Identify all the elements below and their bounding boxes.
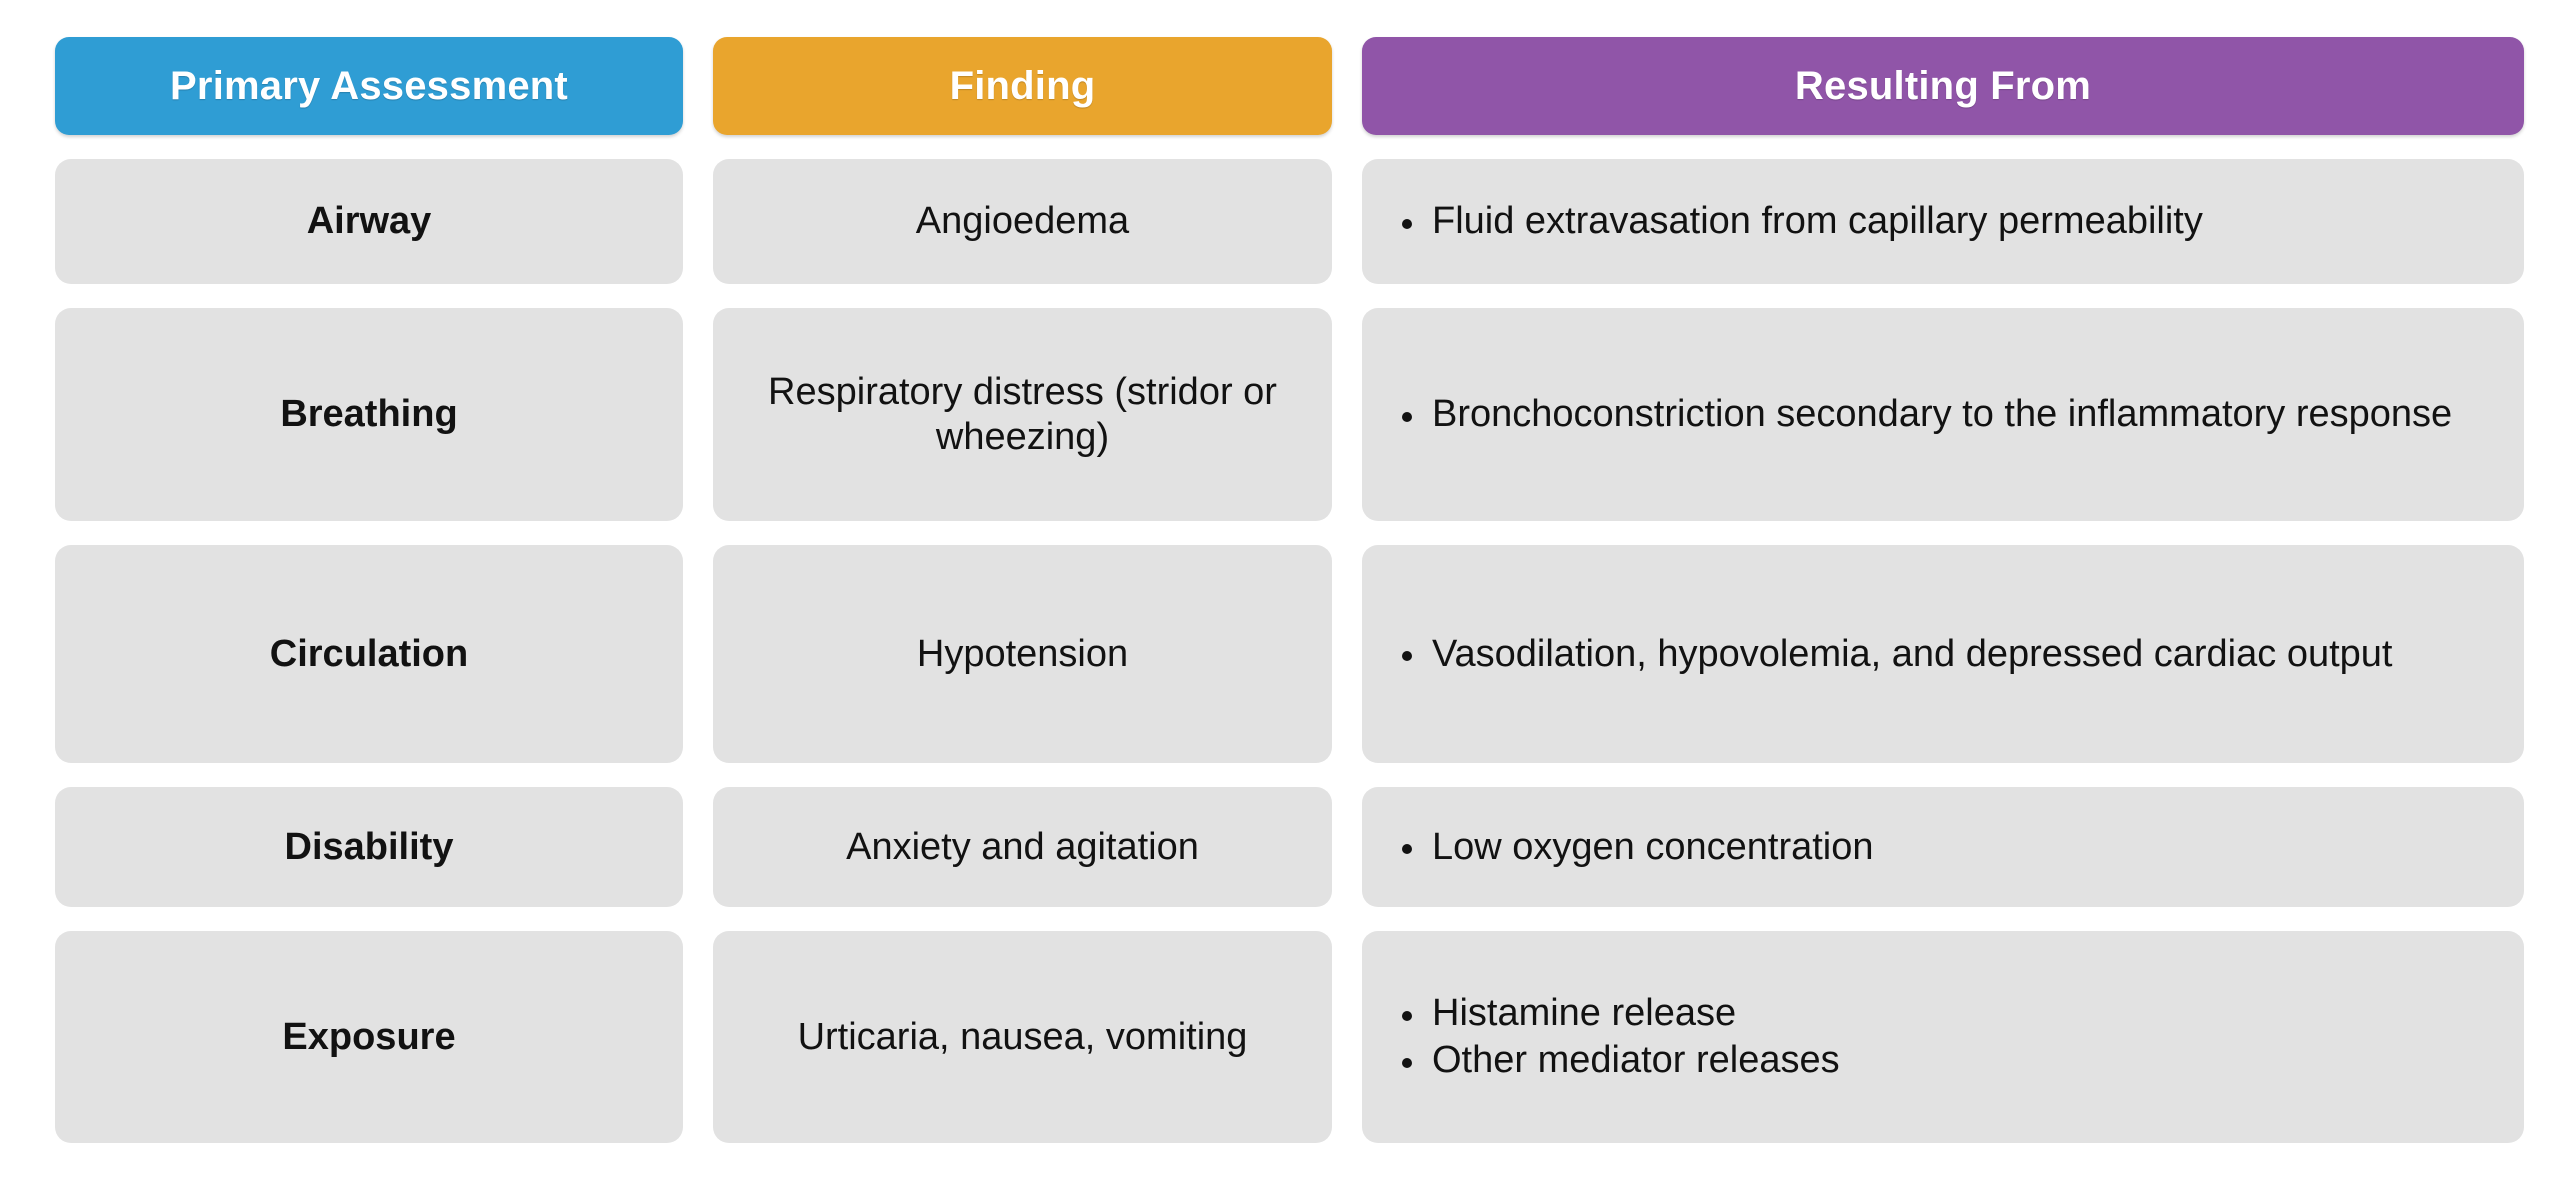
bullet-list: Bronchoconstriction secondary to the inf… xyxy=(1398,392,2494,437)
list-item-label: Other mediator releases xyxy=(1432,1039,1840,1081)
list-item: Low oxygen concentration xyxy=(1398,825,2494,870)
list-item-label: Vasodilation, hypovolemia, and depressed… xyxy=(1432,632,2393,675)
column-header-resulting-from: Resulting From xyxy=(1362,37,2524,135)
list-item: Other mediator releases xyxy=(1398,1038,2494,1083)
table-row: Airway xyxy=(55,159,683,284)
list-item-label: Bronchoconstriction secondary to the inf… xyxy=(1432,393,2453,436)
table-row: Anxiety and agitation xyxy=(713,787,1332,907)
list-item: Histamine release xyxy=(1398,991,2494,1036)
bullet-list: Fluid extravasation from capillary perme… xyxy=(1398,199,2494,244)
bullet-list: Low oxygen concentration xyxy=(1398,825,2494,870)
table-row: Exposure xyxy=(55,931,683,1143)
table-row: Circulation xyxy=(55,545,683,763)
bullet-icon xyxy=(1402,411,1412,422)
bullet-icon xyxy=(1402,218,1412,229)
list-item-label: Histamine release xyxy=(1432,992,1737,1035)
column-header-finding: Finding xyxy=(713,37,1332,135)
list-item: Bronchoconstriction secondary to the inf… xyxy=(1398,392,2494,437)
table-grid: Primary Assessment Finding Resulting Fro… xyxy=(55,37,2524,1143)
table-row: Bronchoconstriction secondary to the inf… xyxy=(1362,308,2524,521)
column-header-primary-assessment: Primary Assessment xyxy=(55,37,683,135)
list-item: Vasodilation, hypovolemia, and depressed… xyxy=(1398,632,2494,677)
table-row: Low oxygen concentration xyxy=(1362,787,2524,907)
bullet-list: Vasodilation, hypovolemia, and depressed… xyxy=(1398,632,2494,677)
table-row: Respiratory distress (stridor or wheezin… xyxy=(713,308,1332,521)
table-row: Disability xyxy=(55,787,683,907)
bullet-icon xyxy=(1402,1057,1412,1068)
table-row: Hypotension xyxy=(713,545,1332,763)
bullet-list: Histamine release Other mediator release… xyxy=(1398,991,2494,1083)
table-row: Vasodilation, hypovolemia, and depressed… xyxy=(1362,545,2524,763)
list-item: Fluid extravasation from capillary perme… xyxy=(1398,199,2494,244)
list-item-label: Low oxygen concentration xyxy=(1432,825,1874,868)
table-row: Angioedema xyxy=(713,159,1332,284)
bullet-icon xyxy=(1402,1010,1412,1021)
table-row: Histamine release Other mediator release… xyxy=(1362,931,2524,1143)
table-row: Breathing xyxy=(55,308,683,521)
bullet-icon xyxy=(1402,651,1412,662)
list-item-label: Fluid extravasation from capillary perme… xyxy=(1432,200,2203,243)
bullet-icon xyxy=(1402,844,1412,855)
table-row: Urticaria, nausea, vomiting xyxy=(713,931,1332,1143)
table-row: Fluid extravasation from capillary perme… xyxy=(1362,159,2524,284)
